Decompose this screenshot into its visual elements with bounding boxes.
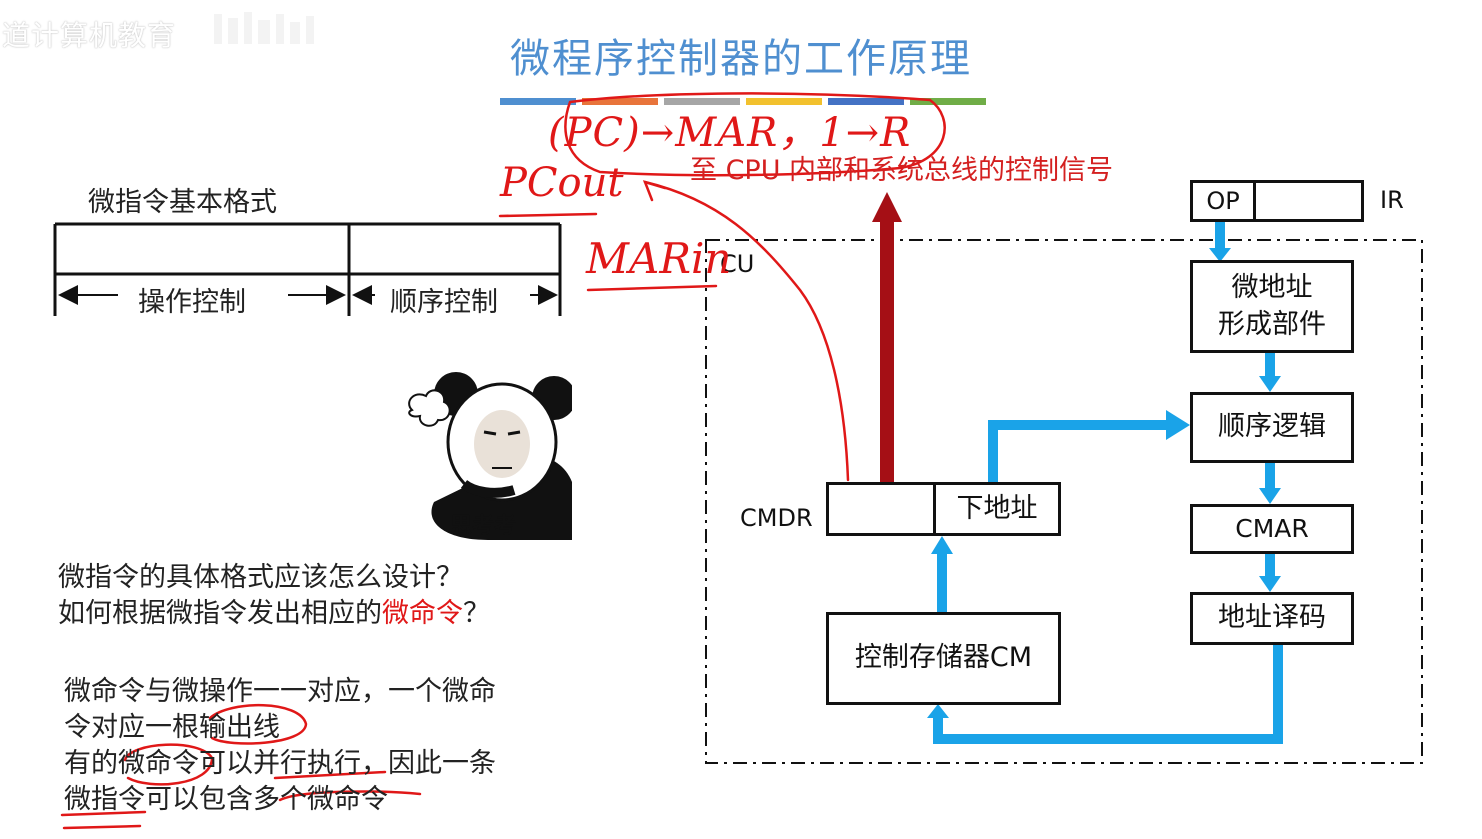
title-bar-segment <box>500 98 576 105</box>
control-signal-label: 至 CPU 内部和系统总线的控制信号 <box>690 155 1114 186</box>
cmdr-label: CMDR <box>740 504 813 532</box>
cu-frame <box>705 239 1423 764</box>
title-bar-segment <box>828 98 904 105</box>
handwritten-marin: MARin <box>586 234 732 283</box>
format-box <box>53 222 562 316</box>
control-signal-arrow <box>872 192 902 484</box>
micro-address-former: 微地址 形成部件 <box>1190 260 1354 353</box>
note-line-1: 微命令与微操作一一对应，一个微命 <box>64 676 496 707</box>
blue-arrows <box>927 220 1283 744</box>
address-decoder: 地址译码 <box>1190 592 1354 645</box>
control-store-cm: 控制存储器CM <box>826 612 1061 705</box>
micro-address-former-line1: 微地址 <box>1231 272 1313 304</box>
panda-thinking-meme <box>404 372 576 540</box>
micro-address-former-line2: 形成部件 <box>1218 308 1326 340</box>
pcout-underline <box>498 212 598 218</box>
circle-output-line <box>208 704 308 745</box>
question-line-2: 如何根据微指令发出相应的微命令？ <box>58 596 490 632</box>
handwriting-marks <box>60 92 946 830</box>
cmar-register: CMAR <box>1190 504 1354 554</box>
cu-label: CU <box>720 250 755 278</box>
question-line-2-prefix: 如何根据微指令发出相应的 <box>58 598 382 629</box>
title-bar-segment <box>746 98 822 105</box>
meme-caption: 思考考 <box>450 514 517 539</box>
title-color-bar <box>500 98 986 105</box>
title-bar-segment <box>910 98 986 105</box>
handwritten-pcout: PCout <box>500 160 624 206</box>
cmdr-to-marin-curve <box>643 180 850 482</box>
watermark-text: 道计算机教育 <box>2 19 177 52</box>
strike-multiple <box>278 790 422 802</box>
note-line-4: 微指令可以包含多个微命令 <box>64 784 388 815</box>
top-annotation-circle <box>564 92 946 177</box>
panda-face-icon <box>404 372 576 540</box>
title-bar-segment <box>582 98 658 105</box>
next-address-field: 下地址 <box>933 485 1058 533</box>
underline-parallel <box>273 770 387 780</box>
question-micro-command: 微命令 <box>382 598 463 629</box>
sequence-logic: 顺序逻辑 <box>1190 392 1354 463</box>
marin-underline <box>586 284 718 292</box>
field-sequence-control: 顺序控制 <box>390 287 498 318</box>
notes-underline <box>60 810 147 830</box>
question-line-2-suffix: ？ <box>463 598 490 629</box>
circle-micro-command <box>123 743 214 786</box>
ir-register: OP <box>1190 180 1364 222</box>
field-operation-control: 操作控制 <box>138 287 246 318</box>
op-field: OP <box>1193 183 1256 219</box>
curve-arrowhead <box>642 180 667 202</box>
title-bar-segment <box>664 98 740 105</box>
format-caption: 微指令基本格式 <box>88 187 277 218</box>
note-line-2: 令对应一根输出线 <box>64 712 280 743</box>
handwritten-pc-to-mar: (PC)→MAR，1→R <box>548 110 912 156</box>
slide-title: 微程序控制器的工作原理 <box>510 36 972 82</box>
cmdr-register: 下地址 <box>826 482 1061 536</box>
ir-label: IR <box>1380 186 1404 214</box>
question-line-1: 微指令的具体格式应该怎么设计？ <box>58 562 463 593</box>
note-line-3: 有的微命令可以并行执行，因此一条 <box>64 748 496 779</box>
watermark-logo <box>214 12 314 44</box>
